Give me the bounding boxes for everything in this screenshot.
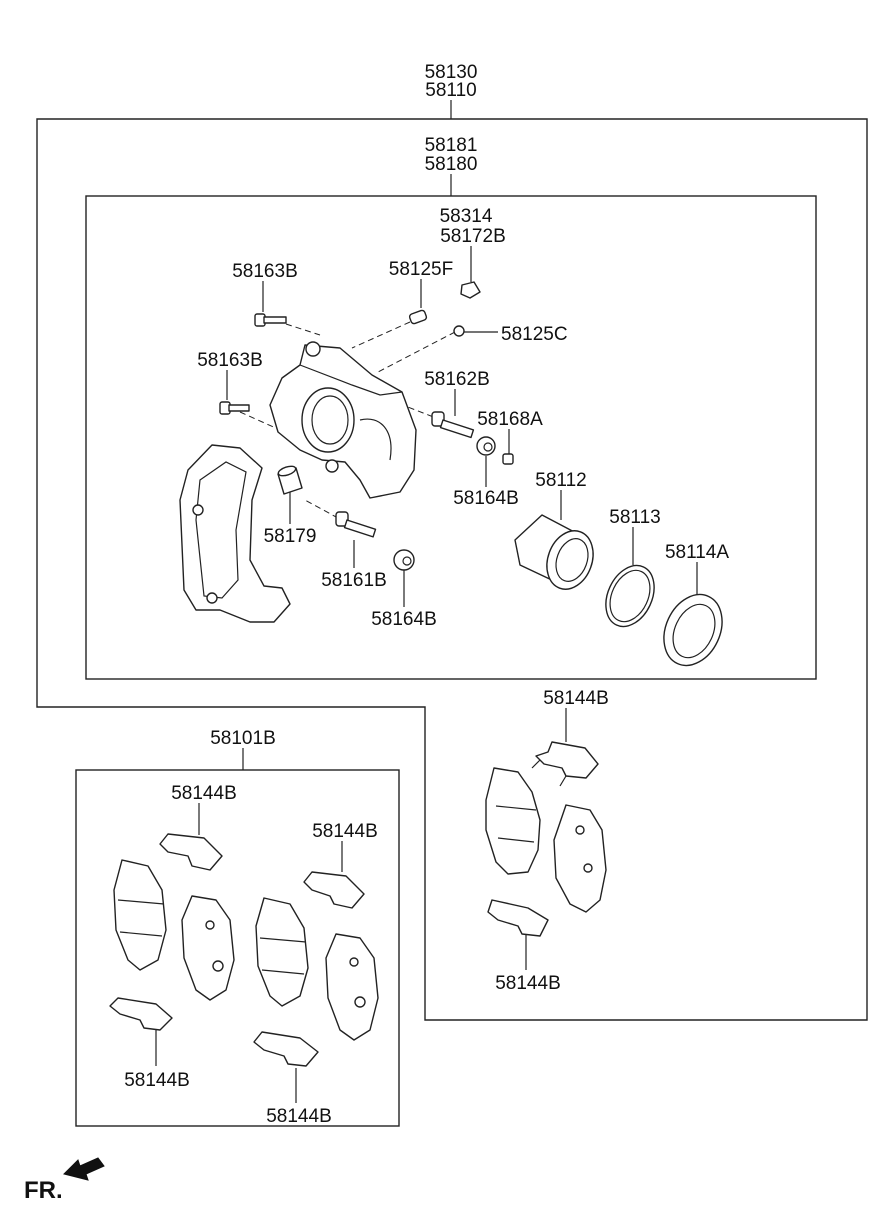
label-58181: 58181 — [425, 135, 478, 156]
label-58110: 58110 — [425, 80, 476, 101]
pin-58168a — [502, 453, 514, 465]
label-58125C: 58125C — [501, 324, 568, 345]
label-58125F: 58125F — [389, 259, 453, 280]
bleeder-cap-58172b — [460, 281, 481, 299]
pad-clip-kit-1 — [159, 833, 223, 871]
label-58114A: 58114A — [665, 542, 729, 563]
label-58180: 58180 — [425, 154, 478, 175]
dust-boot-58164b-a — [476, 436, 496, 456]
piston-boot-58114a — [663, 593, 723, 667]
pad-clip-kit-2 — [303, 871, 365, 909]
label-58162B: 58162B — [424, 369, 490, 390]
pad-clip-right-bottom — [487, 899, 549, 937]
brake-pad-right-inner — [485, 767, 541, 875]
label-58130: 58130 — [425, 62, 478, 83]
brake-pad-kit-3 — [255, 897, 309, 1007]
label-58314: 58314 — [440, 206, 493, 227]
outer-assembly-box — [36, 118, 868, 1021]
bolt-58163b-top — [254, 313, 287, 327]
label-58163B-mid: 58163B — [197, 350, 263, 371]
bolt-58163b-mid — [219, 401, 250, 415]
label-58112: 58112 — [535, 470, 586, 491]
label-58144B-kit-4: 58144B — [266, 1106, 332, 1127]
label-58172B: 58172B — [440, 226, 506, 247]
piston-58112 — [514, 514, 594, 590]
label-58144B-kit-2: 58144B — [312, 821, 378, 842]
pad-clip-right-top — [531, 741, 599, 787]
label-58144B-right-bottom: 58144B — [495, 973, 561, 994]
guide-pin-58161b — [335, 511, 377, 538]
bleeder-cap-58125c — [453, 325, 465, 337]
label-58113: 58113 — [609, 507, 660, 528]
bleeder-58125f — [408, 309, 428, 325]
guide-pin-58162b — [431, 411, 475, 439]
label-58164B-b: 58164B — [371, 609, 437, 630]
label-58161B: 58161B — [321, 570, 387, 591]
brake-pad-kit-2 — [181, 895, 235, 1001]
dust-boot-58164b-b — [393, 549, 415, 571]
label-58164B-a: 58164B — [453, 488, 519, 509]
label-58144B-kit-1: 58144B — [171, 783, 237, 804]
caliper-bracket — [179, 444, 291, 623]
piston-seal-58113 — [605, 564, 655, 628]
caliper-housing — [269, 341, 417, 499]
front-direction-label: FR. — [24, 1177, 63, 1204]
label-58144B-kit-3: 58144B — [124, 1070, 190, 1091]
label-58179: 58179 — [264, 526, 317, 547]
label-58101B: 58101B — [210, 728, 276, 749]
pad-kit-box — [75, 769, 400, 1127]
brake-pad-right-outer — [553, 804, 607, 913]
label-58144B-right-top: 58144B — [543, 688, 609, 709]
brake-pad-kit-1 — [113, 859, 167, 971]
front-direction-arrow-icon — [63, 1157, 105, 1181]
label-58163B-top: 58163B — [232, 261, 298, 282]
pad-clip-kit-4 — [253, 1031, 319, 1067]
pad-clip-kit-3 — [109, 997, 173, 1031]
bushing-58179 — [277, 465, 303, 495]
brake-pad-kit-4 — [325, 933, 379, 1041]
label-58168A: 58168A — [477, 409, 543, 430]
